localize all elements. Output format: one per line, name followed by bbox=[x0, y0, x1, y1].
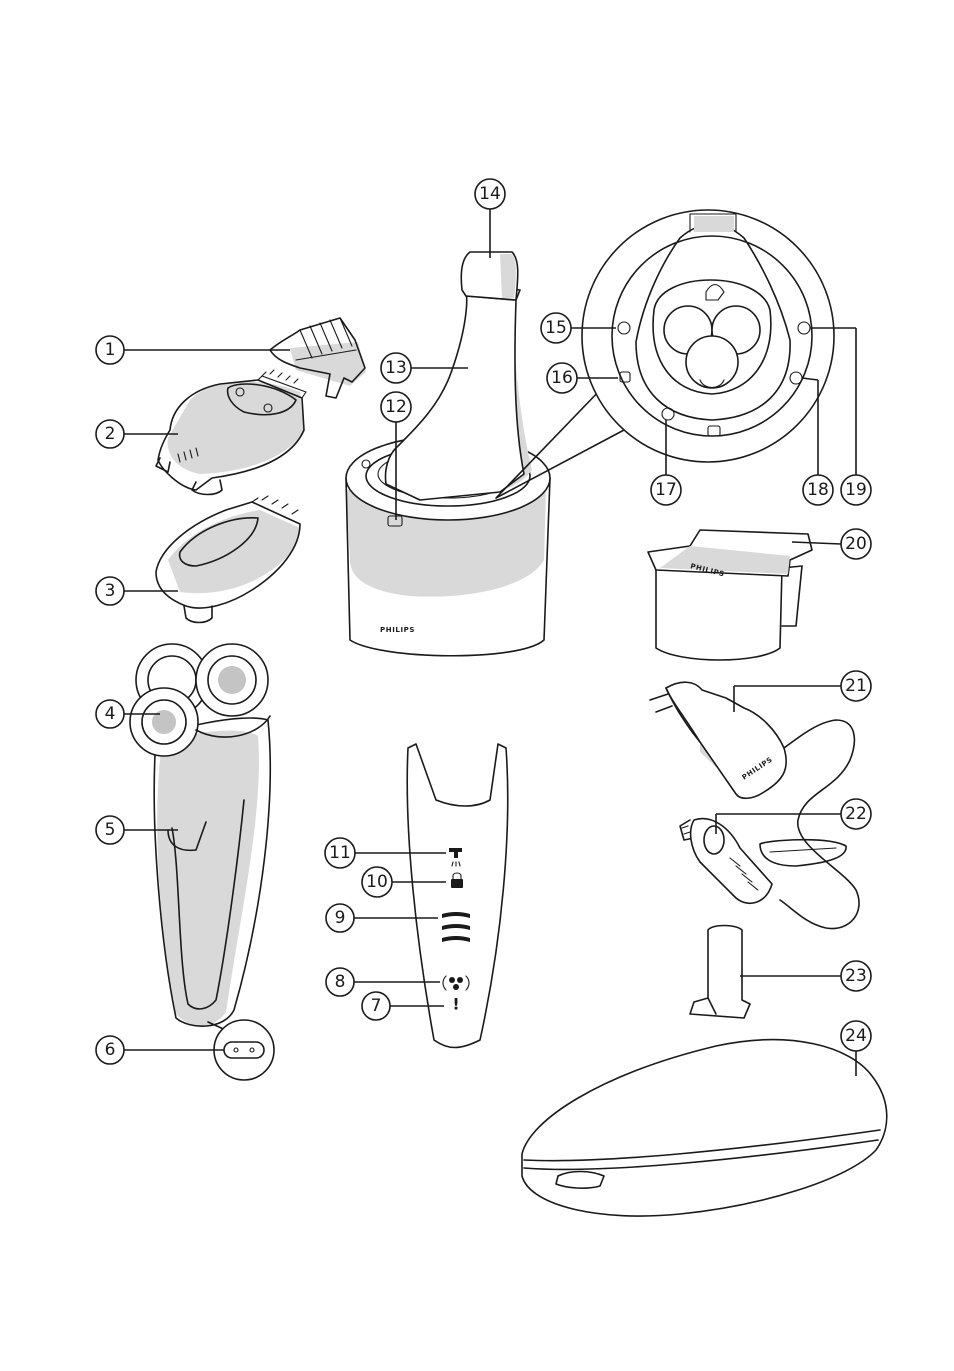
callout-6: 6 bbox=[95, 1035, 224, 1065]
callout-4: 4 bbox=[95, 699, 160, 729]
callout-5: 5 bbox=[95, 815, 178, 845]
callout-15: 15 bbox=[540, 312, 616, 344]
callout-9: 9 bbox=[325, 903, 438, 933]
callout-23: 23 bbox=[740, 960, 872, 992]
svg-text:17: 17 bbox=[655, 480, 677, 500]
callout-20: 20 bbox=[791, 528, 872, 560]
beard-trimmer bbox=[155, 369, 307, 496]
svg-text:11: 11 bbox=[329, 843, 351, 863]
svg-text:21: 21 bbox=[845, 676, 867, 696]
svg-text:24: 24 bbox=[845, 1026, 867, 1046]
svg-text:4: 4 bbox=[105, 704, 116, 724]
travel-case bbox=[521, 1038, 888, 1217]
callout-7: 7 bbox=[361, 991, 444, 1021]
callout-21: 21 bbox=[733, 670, 872, 712]
svg-text:8: 8 bbox=[335, 972, 346, 992]
warning-icon: ! bbox=[452, 995, 459, 1014]
shaver-stand bbox=[689, 924, 751, 1019]
callout-8: 8 bbox=[325, 967, 440, 997]
callout-24: 24 bbox=[840, 1020, 872, 1076]
faucet-icon bbox=[449, 848, 462, 858]
svg-text:13: 13 bbox=[385, 358, 407, 378]
svg-text:12: 12 bbox=[385, 397, 407, 417]
svg-text:1: 1 bbox=[105, 340, 116, 360]
callout-19: 19 bbox=[810, 327, 872, 506]
svg-text:2: 2 bbox=[105, 424, 116, 444]
cleaning-cartridge: PHILIPS bbox=[647, 529, 813, 661]
svg-text:5: 5 bbox=[105, 820, 116, 840]
beard-comb bbox=[269, 317, 366, 399]
svg-text:10: 10 bbox=[366, 872, 388, 892]
svg-text:14: 14 bbox=[479, 184, 501, 204]
svg-text:19: 19 bbox=[845, 480, 867, 500]
svg-text:6: 6 bbox=[105, 1040, 116, 1060]
svg-text:15: 15 bbox=[545, 318, 567, 338]
callout-17: 17 bbox=[650, 420, 682, 506]
svg-text:9: 9 bbox=[335, 908, 346, 928]
callout-10: 10 bbox=[361, 866, 446, 898]
svg-text:20: 20 bbox=[845, 534, 867, 554]
precision-trimmer bbox=[155, 495, 301, 624]
callout-22: 22 bbox=[715, 798, 872, 834]
display-panel: ! bbox=[406, 743, 509, 1049]
shaver bbox=[129, 643, 275, 1081]
svg-text:18: 18 bbox=[807, 480, 829, 500]
cleaning-station: PHILIPS bbox=[345, 251, 551, 657]
svg-text:3: 3 bbox=[105, 581, 116, 601]
callout-13: 13 bbox=[380, 352, 468, 384]
battery-bars-icon bbox=[442, 912, 470, 942]
callout-11: 11 bbox=[324, 837, 446, 869]
small-plug bbox=[679, 817, 847, 905]
svg-text:7: 7 bbox=[371, 996, 382, 1016]
svg-text:22: 22 bbox=[845, 804, 867, 824]
callout-1: 1 bbox=[95, 335, 290, 365]
callout-2: 2 bbox=[95, 419, 178, 449]
callout-14: 14 bbox=[474, 178, 506, 258]
lock-icon bbox=[451, 872, 463, 888]
callout-18: 18 bbox=[801, 377, 834, 506]
power-adapter: PHILIPS bbox=[649, 681, 860, 930]
callout-3: 3 bbox=[95, 576, 178, 606]
svg-text:23: 23 bbox=[845, 966, 867, 986]
callout-12: 12 bbox=[380, 391, 412, 520]
philips-logo: PHILIPS bbox=[380, 626, 415, 634]
replace-heads-icon bbox=[442, 975, 470, 991]
callout-16: 16 bbox=[546, 362, 618, 394]
station-top-detail bbox=[495, 209, 835, 499]
svg-text:16: 16 bbox=[551, 368, 573, 388]
